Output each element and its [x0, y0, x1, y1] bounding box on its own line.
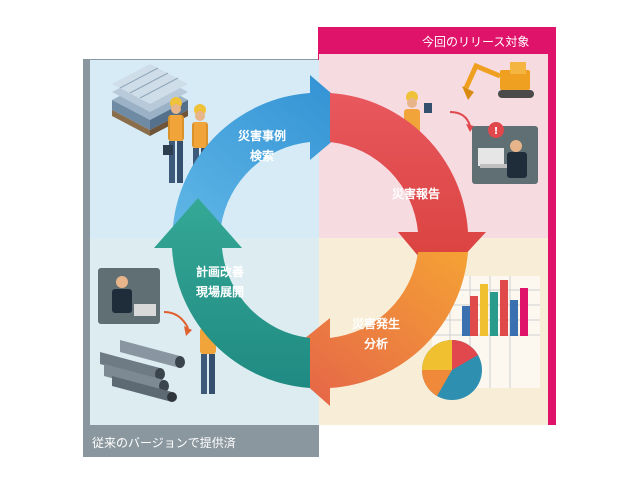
- improvement-label-line2: 現場展開: [196, 284, 244, 299]
- steel-pipes-icon: [100, 340, 185, 402]
- flow-arrow-icon: [450, 112, 470, 126]
- excavator-icon: [462, 62, 534, 100]
- pie-chart-icon: [422, 340, 482, 400]
- improvement-label-line1: 計画改善: [196, 264, 244, 279]
- analysis-label-line1: 災害発生: [352, 316, 400, 331]
- office-worker-icon: [98, 268, 160, 324]
- flow-arrow-icon: [164, 312, 188, 328]
- analysis-label-line2: 分析: [364, 336, 388, 351]
- svg-text:!: !: [494, 126, 499, 137]
- office-report-icon: !: [472, 122, 538, 184]
- search-label-line2: 検索: [250, 148, 274, 163]
- search-label-line1: 災害事例: [238, 128, 286, 143]
- report-label: 災害報告: [392, 186, 440, 201]
